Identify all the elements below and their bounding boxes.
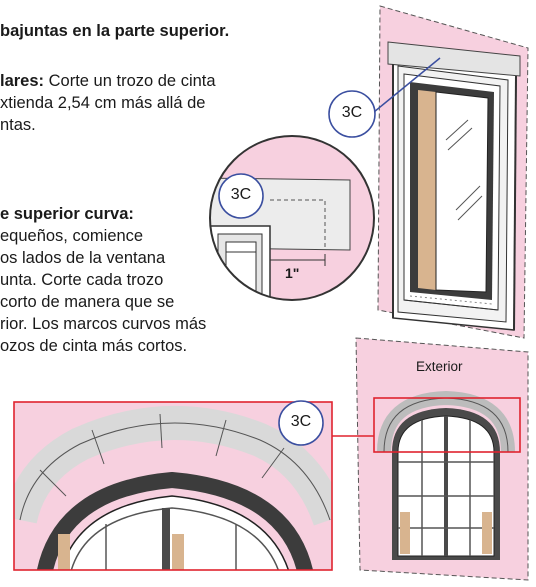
window-glass — [435, 91, 489, 293]
section-heading: bajuntas en la parte superior. — [0, 22, 230, 40]
para1-rest: Corte un trozo de cinta — [44, 72, 216, 90]
callout-circle-top — [328, 90, 376, 138]
top-window-illustration — [377, 5, 529, 339]
para2-line1: equeños, comience — [0, 227, 144, 245]
head-flashing-tape — [387, 41, 521, 77]
para2-line6: ozos de cinta más cortos. — [0, 337, 188, 355]
para2-bold: e superior curva: — [0, 205, 134, 223]
callout-circle-detail — [218, 173, 264, 219]
para2-line5: rior. Los marcos curvos más — [0, 315, 207, 333]
para1-bold: lares: — [0, 72, 45, 90]
arch-detail-illustration — [13, 401, 333, 571]
para2-line3: unta. Corte cada trozo — [0, 271, 164, 289]
para1-line1: lares: Corte un trozo de cinta — [0, 70, 216, 92]
para2-line4: corto de manera que se — [0, 293, 175, 311]
dimension-label: 1" — [285, 265, 300, 281]
callout-circle-arch — [278, 400, 324, 446]
callout-label-arch: 3C — [290, 413, 312, 430]
callout-label-detail: 3C — [230, 186, 252, 203]
arch-highlight-box — [373, 397, 521, 453]
arch-detail-frame — [36, 471, 313, 570]
para2-line2: os lados de la ventana — [0, 249, 166, 267]
callout-label-top: 3C — [341, 104, 363, 121]
exterior-label: Exterior — [416, 359, 463, 374]
wood-jamb — [418, 90, 436, 290]
para1-line3: ntas. — [0, 116, 36, 134]
para1-line2: xtienda 2,54 cm más allá de — [0, 94, 206, 112]
arch-detail-frame-box — [13, 401, 333, 571]
